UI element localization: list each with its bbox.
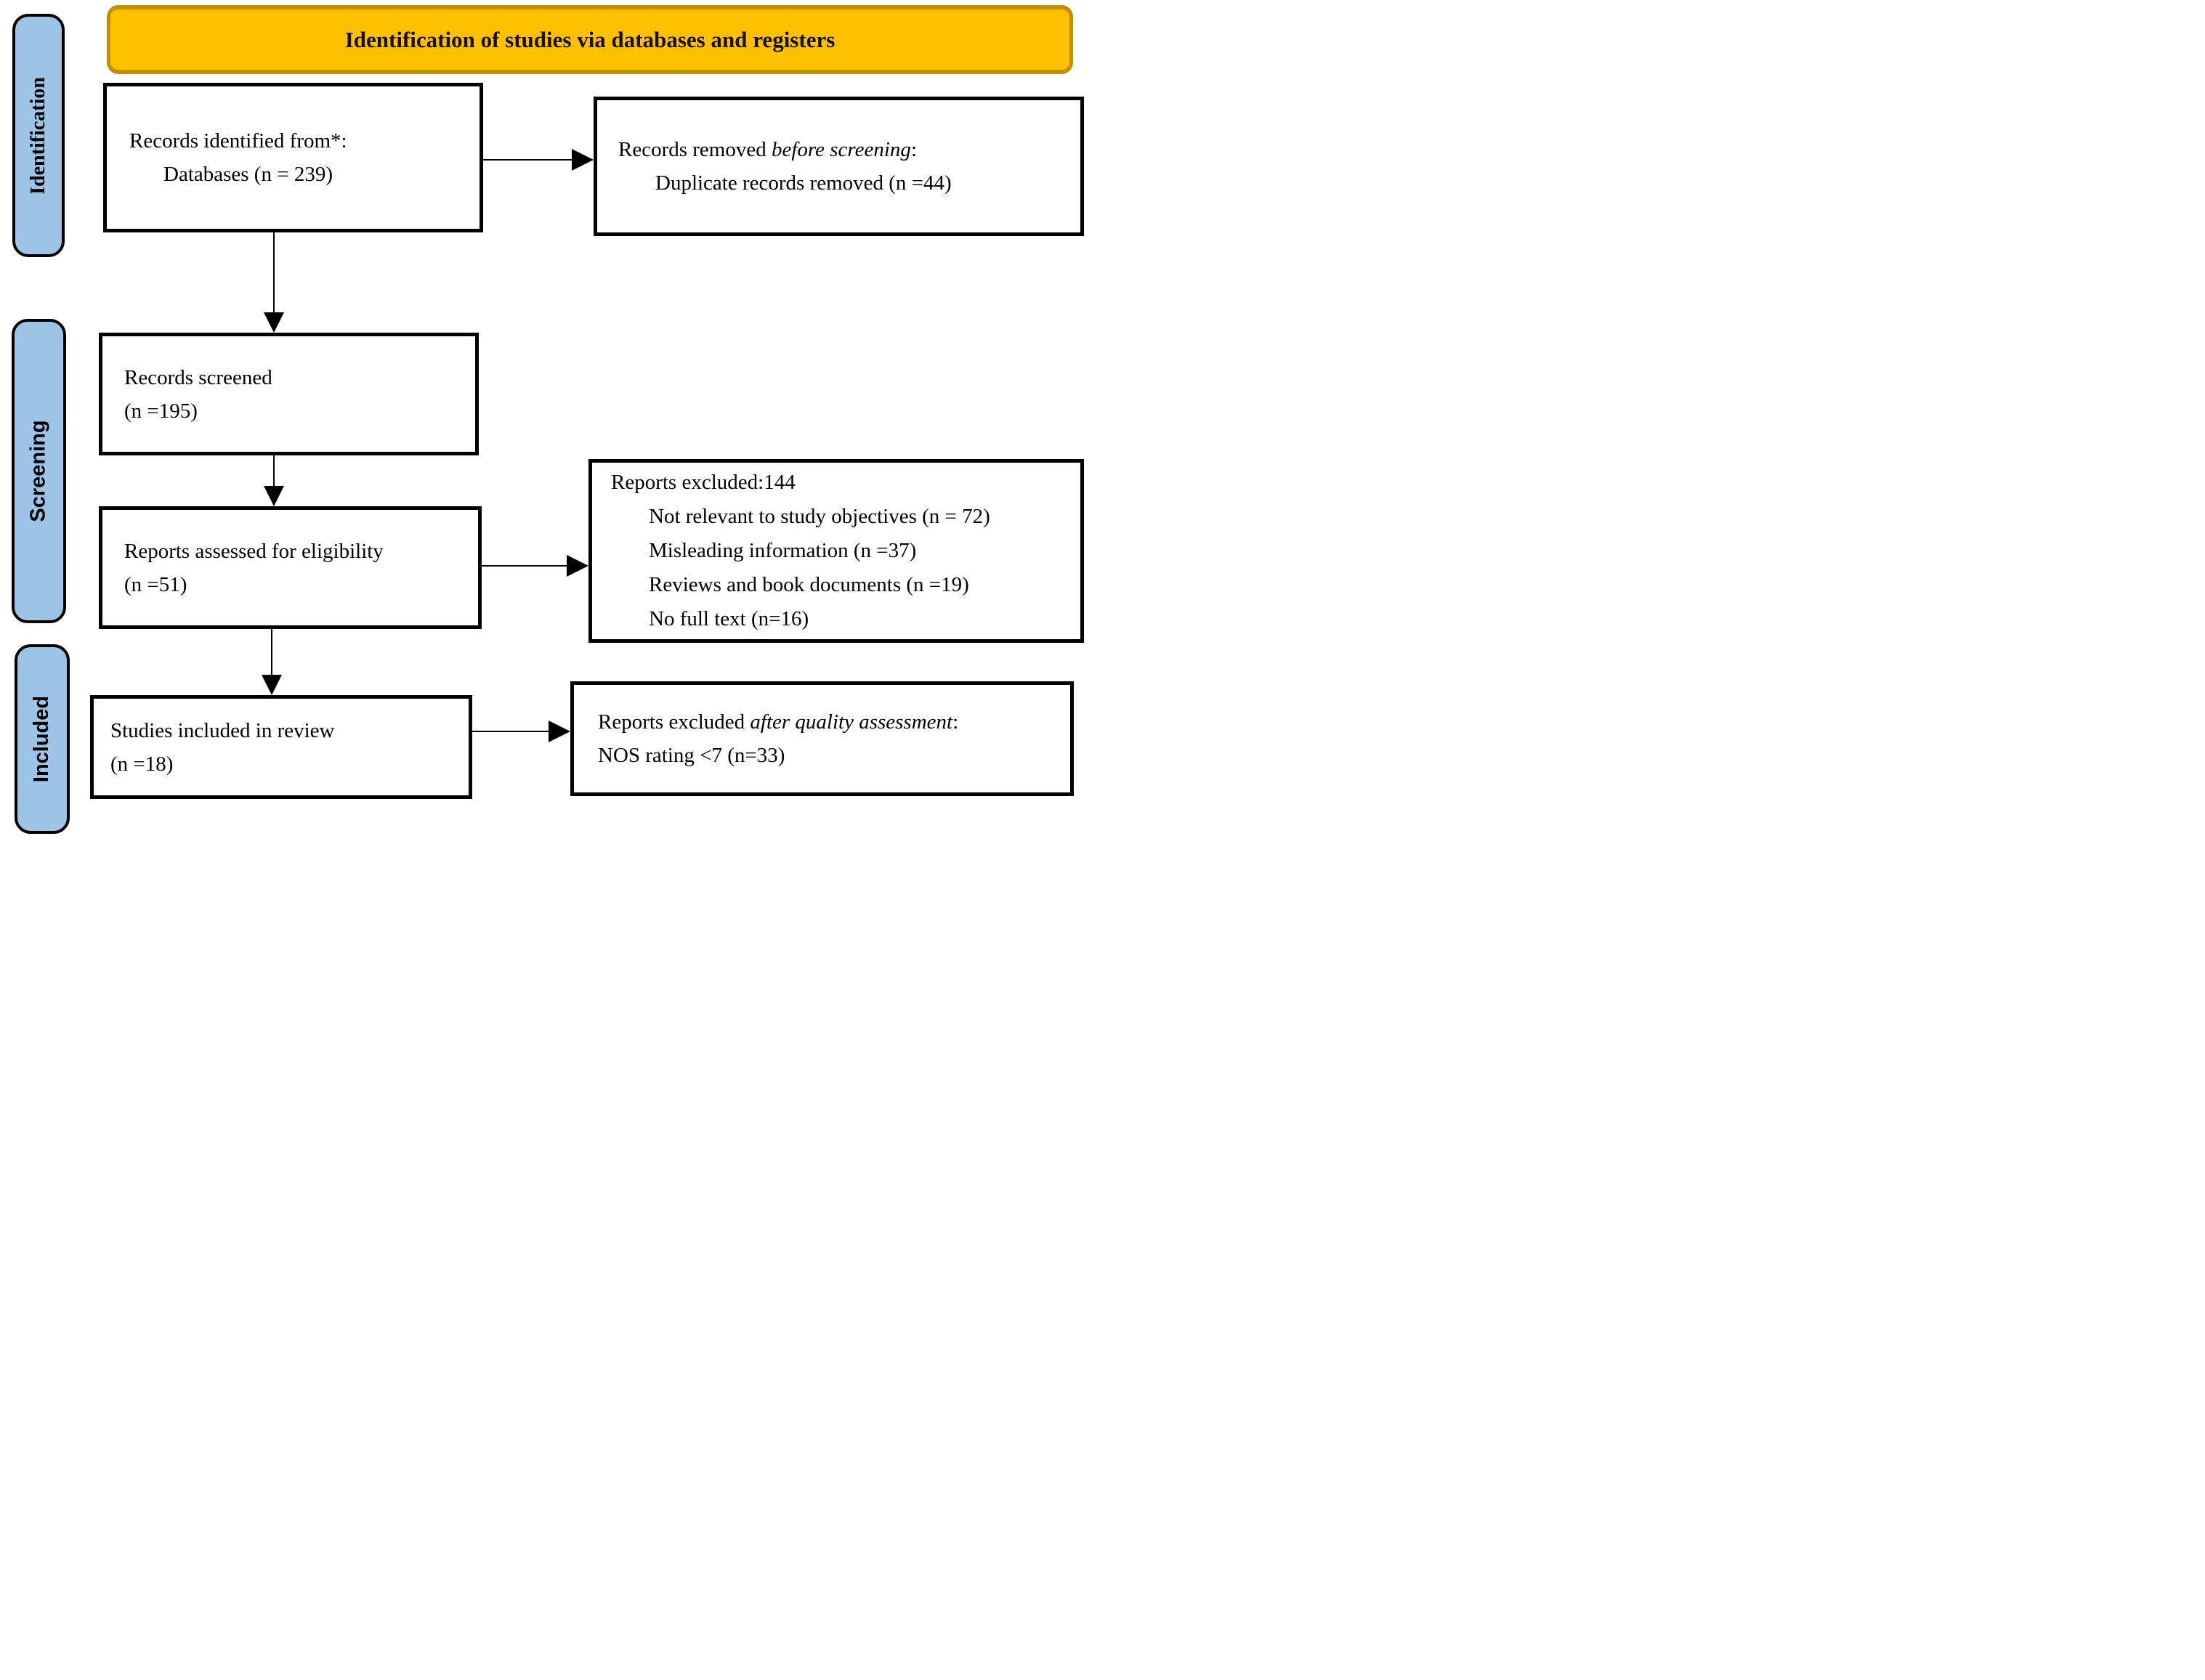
reports-assessed-line1: Reports assessed for eligibility [124,539,384,563]
box-records-screened: Records screened (n =195) [99,333,479,455]
arrow-identified-to-removed-line [483,159,572,161]
stage-tab-identification: Identification [12,14,65,257]
stage-tab-included: Included [15,644,70,834]
reports-assessed-line2: (n =51) [124,572,187,596]
box-records-removed: Records removed before screening: Duplic… [594,97,1084,236]
reports-excluded-item: Reviews and book documents (n =19) [649,573,969,596]
arrow-identified-to-screened-head-icon [264,312,284,333]
reports-excluded-quality-italic: after quality assessment [750,710,953,734]
banner-label: Identification of studies via databases … [344,26,836,52]
arrow-screened-to-assessed-line [273,455,275,487]
records-identified-line1: Records identified from*: [129,129,347,153]
stage-tab-identification-label: Identification [27,76,49,195]
studies-included-line2: (n =18) [110,752,174,776]
box-studies-included: Studies included in review (n =18) [90,695,472,799]
reports-excluded-item: Misleading information (n =37) [649,539,917,562]
arrow-screened-to-assessed-head-icon [264,486,284,506]
banner-identification-of-studies: Identification of studies via databases … [107,5,1073,74]
arrow-identified-to-screened-line [273,232,275,313]
records-identified-line2: Databases (n = 239) [163,163,333,186]
records-removed-line2: Duplicate records removed (n =44) [655,171,952,195]
box-records-identified: Records identified from*: Databases (n =… [103,83,483,232]
arrow-assessed-to-included-head-icon [262,675,282,695]
arrow-identified-to-removed-head-icon [572,149,594,171]
arrow-assessed-to-included-line [271,629,272,675]
records-removed-line1: Records removed before screening: [618,138,917,161]
arrow-assessed-to-excluded-head-icon [567,555,588,577]
stage-tab-included-label: Included [30,695,54,783]
studies-included-line1: Studies included in review [110,718,335,742]
arrow-included-to-quality-excluded-head-icon [549,721,570,742]
box-reports-assessed: Reports assessed for eligibility (n =51) [99,506,482,629]
prisma-flow-diagram: Identification of studies via databases … [0,0,1102,840]
stage-tab-screening-label: Screening [27,420,50,522]
stage-tab-screening: Screening [12,319,66,623]
reports-excluded-quality-line1: Reports excluded after quality assessmen… [598,710,959,734]
reports-excluded-quality-line2: NOS rating <7 (n=33) [598,744,785,767]
box-reports-excluded-quality: Reports excluded after quality assessmen… [570,681,1074,796]
reports-excluded-item: Not relevant to study objectives (n = 72… [649,505,990,528]
records-screened-line1: Records screened [124,365,272,389]
arrow-included-to-quality-excluded-line [472,731,549,732]
arrow-assessed-to-excluded-line [482,565,567,567]
records-removed-italic: before screening [772,138,911,161]
reports-excluded-title: Reports excluded:144 [611,471,796,494]
records-screened-line2: (n =195) [124,399,198,423]
box-reports-excluded: Reports excluded:144 Not relevant to stu… [588,459,1084,643]
reports-excluded-item: No full text (n=16) [649,607,809,630]
